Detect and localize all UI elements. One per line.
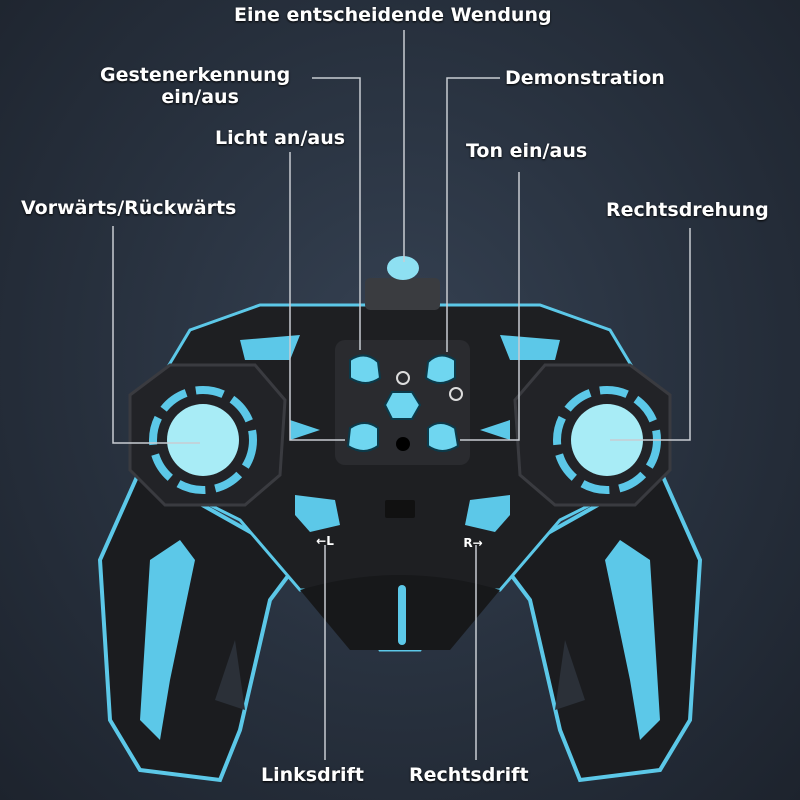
left-trigger-mark: ←L (316, 534, 334, 548)
label-sound: Ton ein/aus (466, 140, 588, 162)
center-button (383, 391, 422, 420)
label-light: Licht an/aus (215, 127, 346, 149)
leader-lines (112, 30, 691, 760)
label-left-drift: Linksdrift (261, 764, 364, 786)
label-gesture: Gestenerkennung ein/aus (100, 64, 290, 108)
label-forward-back: Vorwärts/Rückwärts (21, 197, 237, 219)
label-turn: Eine entscheidende Wendung (234, 4, 552, 26)
left-joystick (167, 404, 239, 476)
label-gesture-line1: Gestenerkennung (100, 64, 291, 86)
right-joystick (571, 404, 643, 476)
sound-button (427, 422, 460, 452)
label-right-drift: Rechtsdrift (409, 764, 529, 786)
label-right-turn: Rechtsdrehung (606, 199, 769, 221)
turn-button (387, 256, 419, 280)
right-drift-button (465, 495, 510, 532)
gesture-button (349, 354, 382, 384)
left-drift-button (295, 495, 340, 532)
label-gesture-line2: ein/aus (161, 86, 239, 108)
light-button (346, 422, 379, 452)
label-demo: Demonstration (505, 67, 665, 89)
demo-button (424, 354, 456, 384)
right-trigger-mark: R→ (463, 536, 482, 550)
